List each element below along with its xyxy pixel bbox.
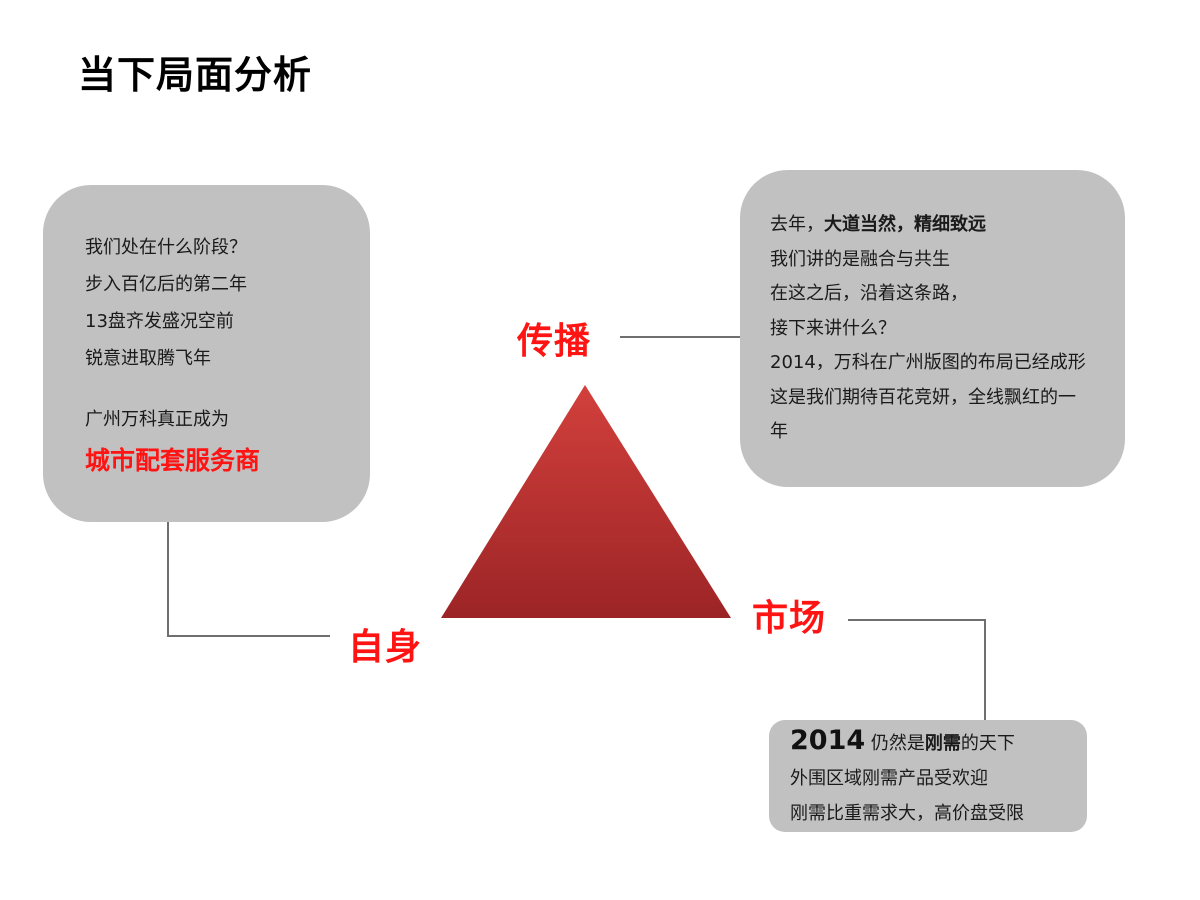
comm-box-line: 年 bbox=[770, 421, 788, 442]
label-self: 自身 bbox=[348, 627, 423, 668]
market-line1-post: 的天下 bbox=[960, 733, 1015, 754]
comm-box-line: 去年，大道当然，精细致远 bbox=[770, 208, 1115, 243]
market-box-line: 外围区域刚需产品受欢迎 bbox=[790, 768, 988, 789]
comm-box-line: 在这之后，沿着这条路， bbox=[770, 283, 968, 304]
self-box-lead: 广州万科真正成为 bbox=[85, 409, 229, 430]
comm-box-line: 这是我们期待百花竞妍，全线飘红的一 bbox=[770, 386, 1076, 408]
comm-box-line: 接下来讲什么？ bbox=[770, 317, 896, 339]
label-communication: 传播 bbox=[517, 321, 592, 362]
market-box-headline: 2014 仍然是刚需的天下 bbox=[790, 723, 1087, 761]
label-market: 市场 bbox=[752, 598, 827, 639]
comm-box-line: 我们讲的是融合与共生 bbox=[770, 248, 950, 270]
market-info-box: 2014 仍然是刚需的天下 外围区域刚需产品受欢迎 刚需比重需求大，高价盘受限 bbox=[769, 720, 1087, 832]
market-year: 2014 bbox=[790, 725, 866, 756]
self-box-highlight: 城市配套服务商 bbox=[85, 446, 261, 475]
connector-market bbox=[848, 619, 986, 720]
comm-box-line: 2014，万科在广州版图的布局已经成形 bbox=[770, 352, 1086, 373]
comm-line1-bold: 大道当然，精细致远 bbox=[824, 214, 986, 235]
self-info-box: 我们处在什么阶段？ 步入百亿后的第二年 13盘齐发盛况空前 锐意进取腾飞年 广州… bbox=[43, 185, 370, 522]
market-box-line: 刚需比重需求大，高价盘受限 bbox=[790, 803, 1024, 824]
market-line1-pre: 仍然是 bbox=[870, 733, 925, 754]
communication-info-box: 去年，大道当然，精细致远 我们讲的是融合与共生 在这之后，沿着这条路， 接下来讲… bbox=[740, 170, 1125, 487]
center-triangle bbox=[441, 385, 731, 618]
market-line1-bold: 刚需 bbox=[924, 733, 961, 754]
spacer bbox=[85, 377, 370, 401]
page-title: 当下局面分析 bbox=[78, 53, 313, 97]
self-box-line: 锐意进取腾飞年 bbox=[85, 348, 211, 369]
self-box-line: 13盘齐发盛况空前 bbox=[85, 311, 234, 332]
self-box-line: 步入百亿后的第二年 bbox=[85, 274, 247, 295]
comm-line1-prefix: 去年， bbox=[770, 214, 824, 235]
self-box-line: 我们处在什么阶段？ bbox=[85, 237, 247, 258]
connector-self bbox=[167, 522, 330, 637]
